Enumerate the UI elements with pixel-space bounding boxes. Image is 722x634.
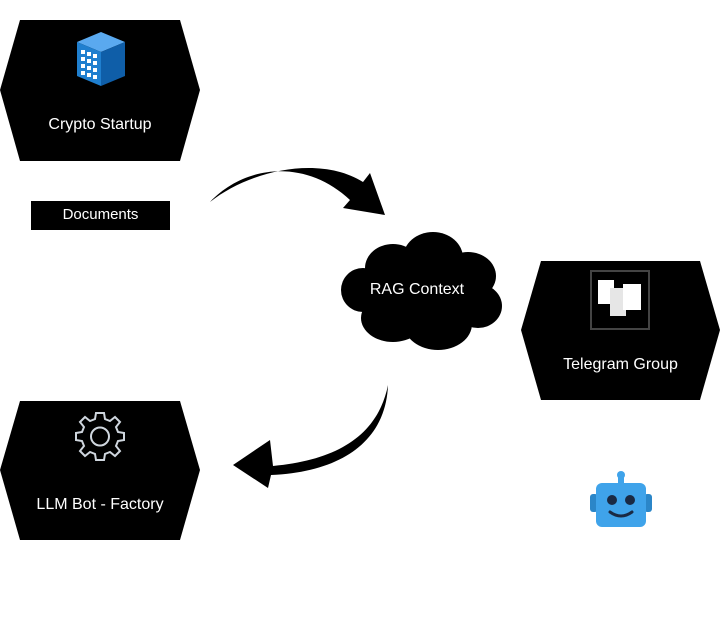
llm-bot-factory-node[interactable] — [0, 401, 200, 540]
arrow-rag-to-llm-bot — [233, 385, 388, 488]
documents-node[interactable]: Documents — [31, 201, 170, 230]
crypto-startup-node[interactable] — [0, 20, 200, 161]
robot-face-icon — [590, 471, 652, 527]
document-pages-icon — [590, 270, 650, 330]
arrow-documents-to-rag — [210, 168, 385, 215]
gear-icon — [75, 412, 125, 461]
rag-context-node[interactable] — [338, 228, 504, 354]
crypto-startup-label: Crypto Startup — [48, 116, 152, 133]
rag-context-label: RAG Context — [369, 281, 465, 298]
office-building-icon — [77, 32, 125, 86]
llm-bot-factory-label: LLM Bot - Factory — [36, 496, 164, 513]
telegram-group-node[interactable] — [521, 261, 720, 400]
telegram-group-label: Telegram Group — [563, 356, 678, 373]
